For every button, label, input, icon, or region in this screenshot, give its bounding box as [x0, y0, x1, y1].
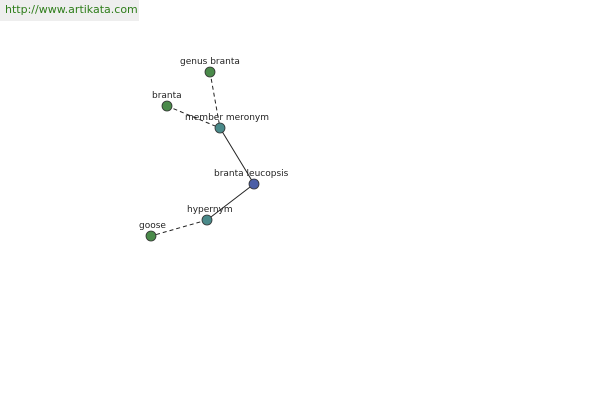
node-genus-branta[interactable]: genus branta [180, 57, 240, 78]
edge-branta-to-member-meronym [166, 105, 221, 129]
nodes-layer: genus branta branta member meronym branta l… [139, 57, 289, 242]
edges-layer [150, 71, 255, 237]
node-marker-hypernym[interactable] [201, 214, 213, 226]
edge-hypernym-to-goose [150, 219, 208, 237]
edge-genus-branta-to-member-meronym [209, 71, 221, 129]
node-branta[interactable]: branta [152, 91, 182, 112]
site-url-link[interactable]: http://www.artikata.com [5, 3, 138, 16]
edge-member-meronym-to-branta-leucopsis [219, 127, 255, 185]
node-marker-branta-leucopsis[interactable] [248, 178, 260, 190]
node-branta-leucopsis[interactable]: branta leucopsis [214, 169, 289, 190]
node-marker-member-meronym[interactable] [214, 122, 226, 134]
node-member-meronym[interactable]: member meronym [185, 113, 269, 134]
node-label-goose: goose [139, 221, 166, 231]
node-goose[interactable]: goose [139, 221, 166, 242]
node-marker-goose[interactable] [145, 230, 157, 242]
node-marker-branta[interactable] [161, 100, 173, 112]
node-label-genus-branta: genus branta [180, 57, 240, 67]
node-label-hypernym: hypernym [187, 205, 233, 215]
node-marker-genus-branta[interactable] [204, 66, 216, 78]
node-label-member-meronym: member meronym [185, 113, 269, 123]
url-banner: http://www.artikata.com [0, 0, 139, 21]
node-label-branta: branta [152, 91, 182, 101]
node-hypernym[interactable]: hypernym [187, 205, 233, 226]
edge-branta-leucopsis-to-hypernym [206, 183, 255, 221]
node-label-branta-leucopsis: branta leucopsis [214, 169, 289, 179]
